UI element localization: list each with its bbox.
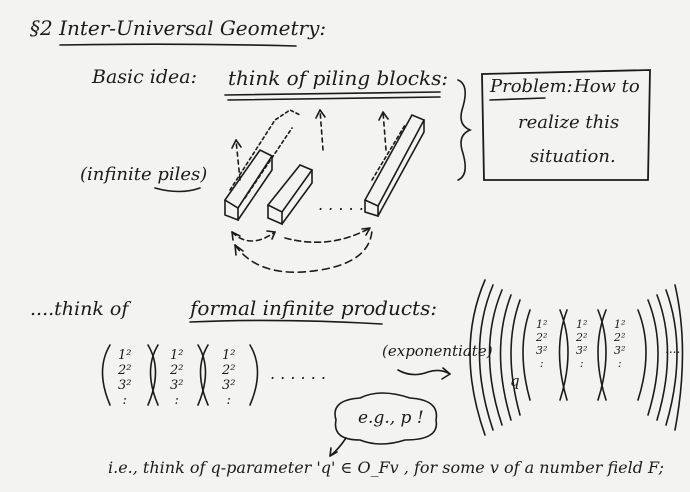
nested-entry: 2² xyxy=(576,331,588,344)
product-entry: : xyxy=(174,393,179,408)
product-entry: 3² xyxy=(118,378,132,393)
nested-column-2: 1² 2² 3² : xyxy=(576,318,587,370)
product-entry: 2² xyxy=(222,363,236,378)
q-symbol: q xyxy=(510,372,520,390)
product-trailing-dots: . . . . . . xyxy=(270,364,326,383)
product-entry: : xyxy=(226,393,231,408)
nested-entry: 3² xyxy=(576,344,588,357)
infinite-piles-label: (infinite piles) xyxy=(80,164,208,185)
problem-label: Problem: xyxy=(490,76,573,97)
eg-text: e.g., p ! xyxy=(358,408,424,428)
nested-entry: : xyxy=(617,357,622,370)
nested-entry: : xyxy=(539,357,544,370)
section-title: §2 Inter-Universal Geometry: xyxy=(30,16,327,40)
block-2 xyxy=(266,164,314,226)
nested-entry: 1² xyxy=(576,318,588,331)
product-entry: 1² xyxy=(170,348,184,363)
exponentiate-label: (exponentiate) xyxy=(382,342,493,360)
bottom-line-text: i.e., think of q-parameter 'q' ∈ O_Fv , … xyxy=(108,458,664,477)
basic-idea-label: Basic idea: xyxy=(92,66,198,88)
formal-text: formal infinite products: xyxy=(190,296,438,320)
product-entry: 2² xyxy=(170,363,184,378)
problem-line-2: realize this xyxy=(518,112,620,133)
title-underline xyxy=(59,43,297,47)
product-entry: 2² xyxy=(118,363,132,378)
product-entry: 1² xyxy=(222,348,236,363)
piling-underline-2 xyxy=(227,96,441,101)
nested-entry: 2² xyxy=(614,331,626,344)
product-entry: 3² xyxy=(170,378,184,393)
product-column-3: 1² 2² 3² : xyxy=(222,348,235,408)
nested-entry: 3² xyxy=(614,344,626,357)
eg-bubble xyxy=(334,392,438,445)
nested-column-1: 1² 2² 3² : xyxy=(536,318,547,370)
block-1 xyxy=(223,109,301,222)
problem-box xyxy=(481,69,651,181)
dots-between-blocks: . . . . . xyxy=(318,195,364,214)
problem-line-3: situation. xyxy=(530,146,616,167)
problem-line-1: How to xyxy=(574,76,640,97)
product-entry: : xyxy=(122,393,127,408)
nested-entry: 2² xyxy=(536,331,548,344)
nested-entry: 1² xyxy=(614,318,626,331)
nested-entry: 3² xyxy=(536,344,548,357)
nested-entry: : xyxy=(579,357,584,370)
nested-entry: 1² xyxy=(536,318,548,331)
product-entry: 1² xyxy=(118,348,132,363)
nested-column-3: 1² 2² 3² : xyxy=(614,318,625,370)
basic-idea-text: think of piling blocks: xyxy=(228,66,449,90)
nested-trailing-dots: .... xyxy=(665,342,681,356)
product-column-1: 1² 2² 3² : xyxy=(118,348,131,408)
product-column-2: 1² 2² 3² : xyxy=(170,348,183,408)
piling-underline-1 xyxy=(224,91,441,96)
product-entry: 3² xyxy=(222,378,236,393)
brace xyxy=(457,79,473,181)
formal-prefix: ....think of xyxy=(30,298,129,320)
block-3 xyxy=(363,113,426,218)
